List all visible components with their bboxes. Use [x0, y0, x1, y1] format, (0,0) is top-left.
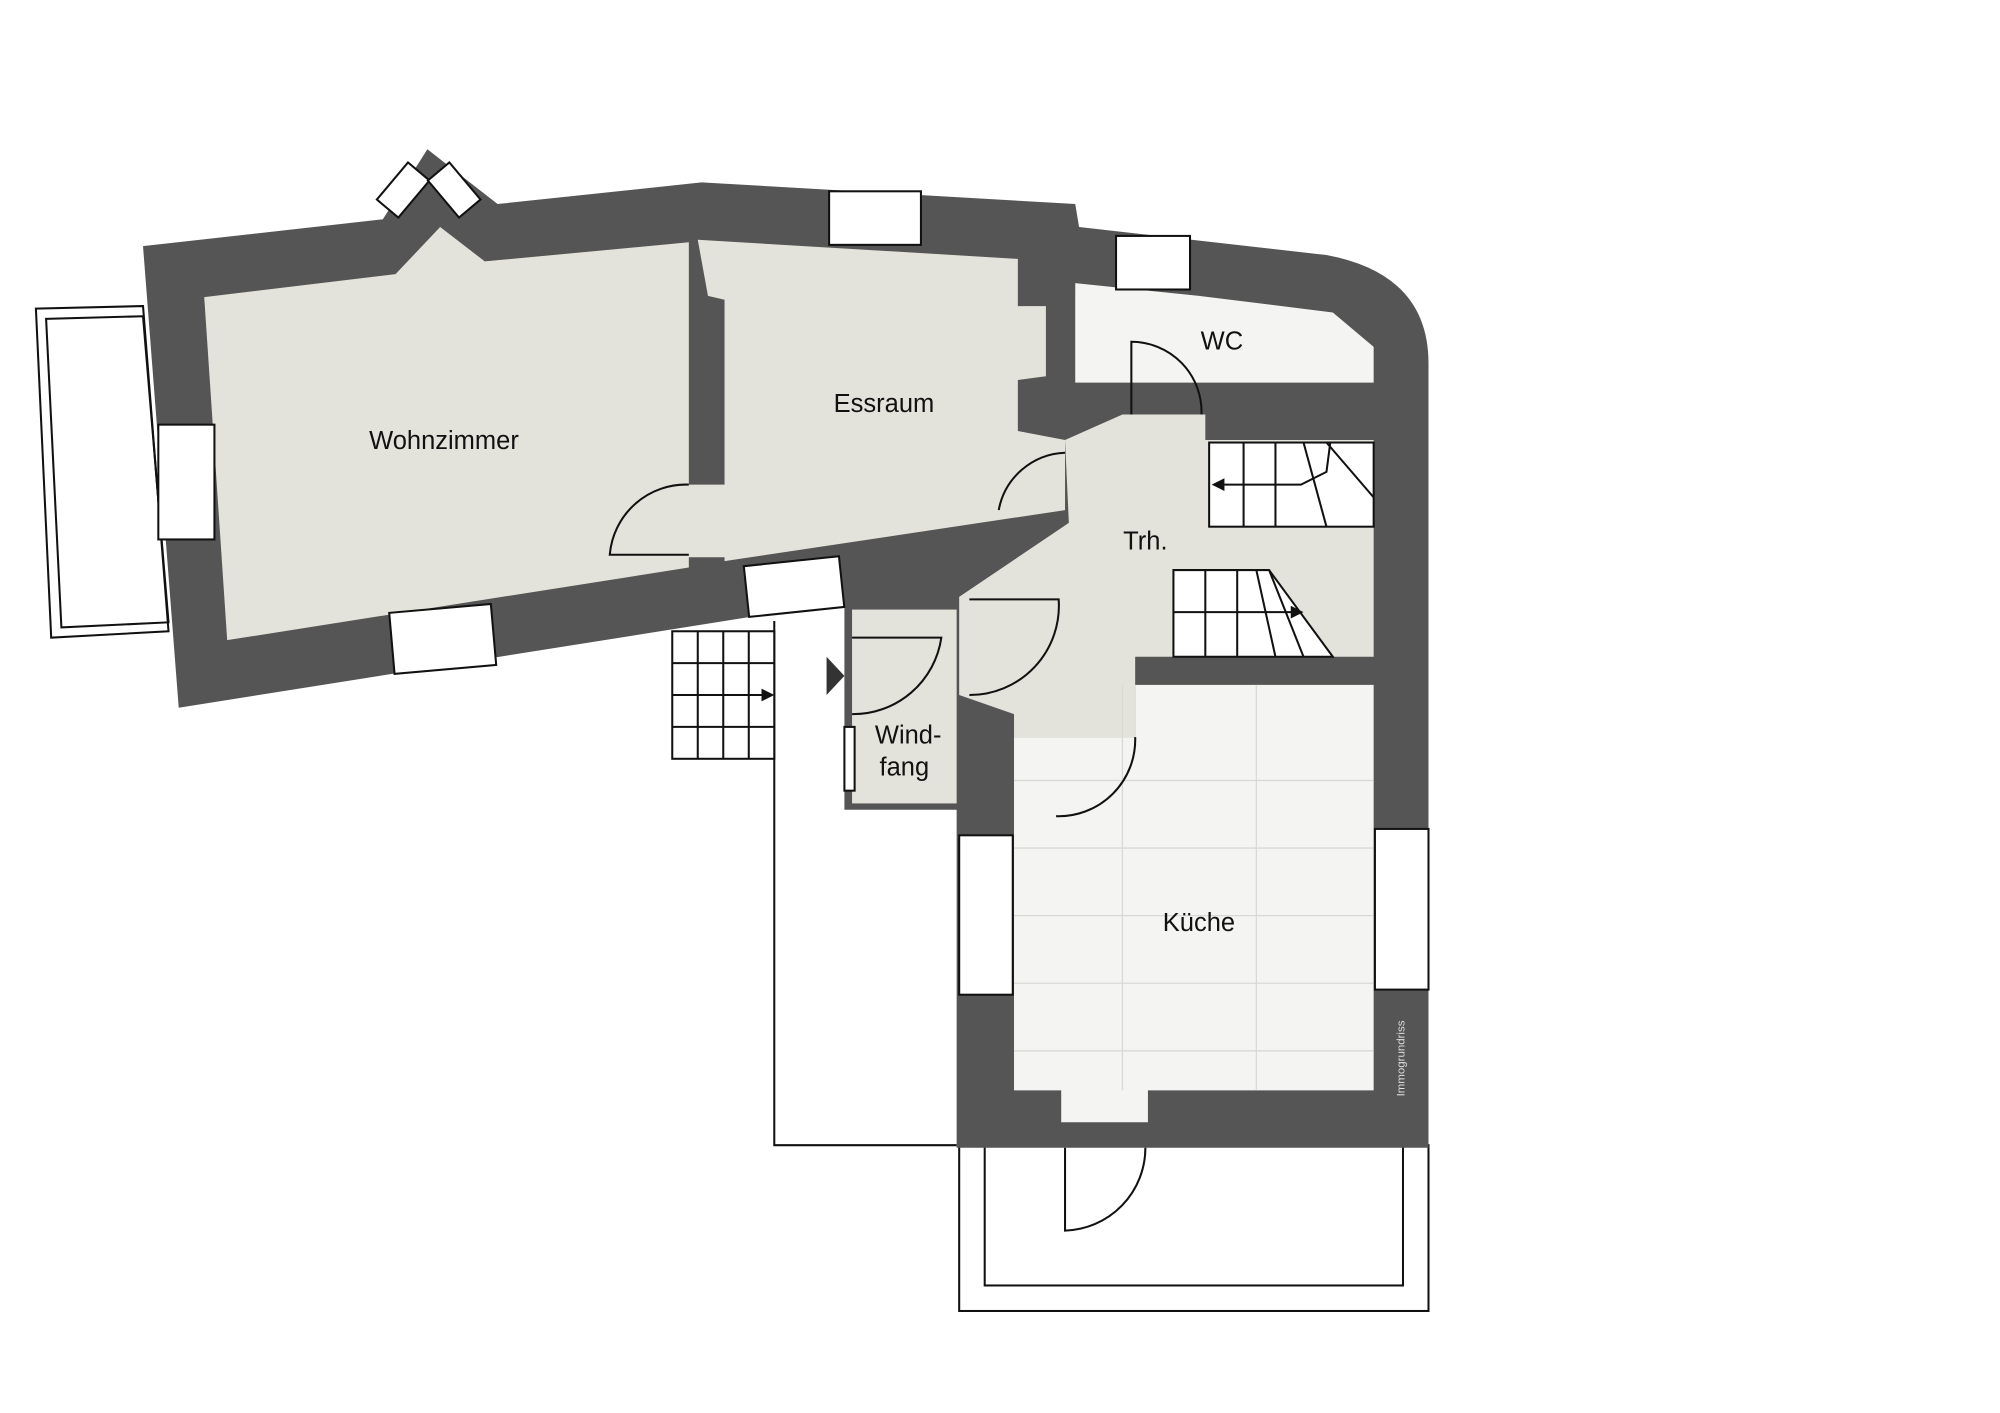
windows — [157, 160, 1430, 996]
stairs-up — [1208, 441, 1375, 528]
label-windfang-2: fang — [880, 753, 930, 781]
watermark: Immogrundriss — [1395, 1020, 1407, 1096]
room-essraum — [697, 239, 1066, 562]
stairs-down — [1172, 569, 1335, 658]
room-wohnzimmer — [204, 226, 689, 641]
outside-stairs — [671, 630, 776, 760]
doors — [608, 340, 1203, 1232]
room-wc — [1075, 283, 1374, 383]
room-windfang — [852, 609, 957, 804]
exterior — [34, 305, 1430, 1312]
label-essraum: Essraum — [834, 390, 935, 418]
label-wohnzimmer: Wohnzimmer — [369, 427, 519, 455]
room-kueche — [1014, 684, 1374, 1123]
balcony — [34, 305, 170, 639]
label-kueche: Küche — [1163, 909, 1235, 937]
label-treppenhaus: Trh. — [1123, 528, 1167, 556]
doorway — [686, 484, 728, 558]
label-windfang-1: Wind- — [875, 721, 942, 749]
kitchen-tile-grid — [1014, 684, 1374, 1091]
label-wc: WC — [1201, 327, 1243, 355]
